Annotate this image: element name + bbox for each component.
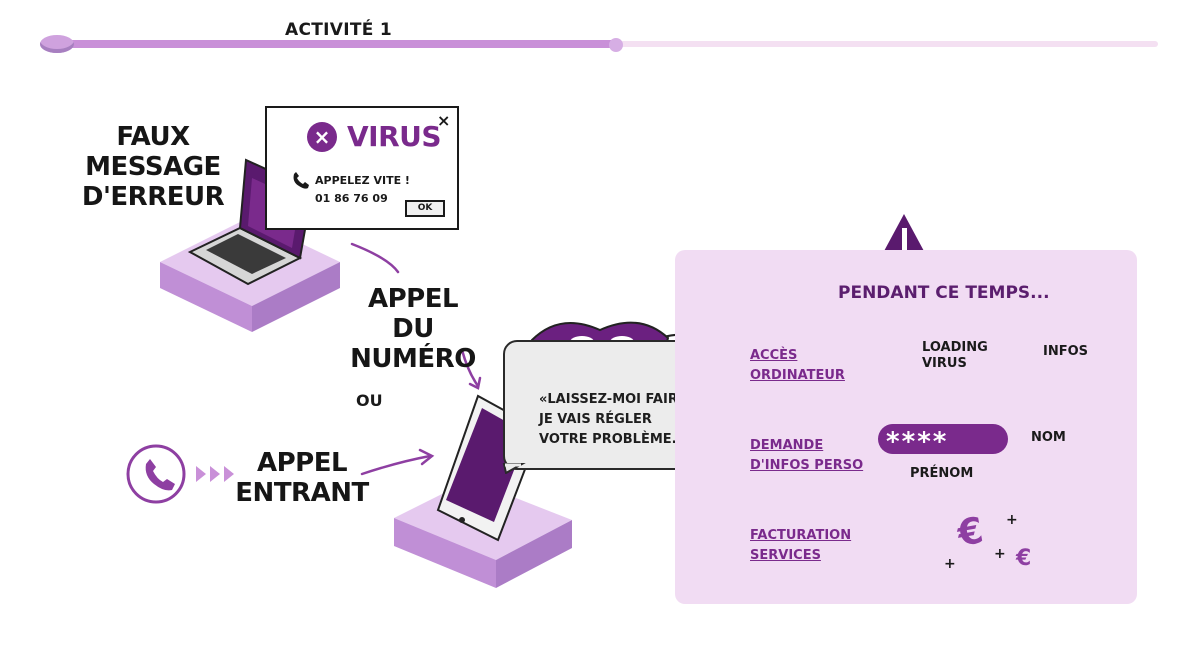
prenom-text: PRÉNOM bbox=[910, 466, 974, 481]
billing-line-1: FACTURATION bbox=[750, 528, 852, 543]
incoming-call-line-2: ENTRANT bbox=[235, 478, 369, 508]
personal-info-line-1: DEMANDE bbox=[750, 438, 824, 453]
speech-text: «LAISSEZ-MOI FAIRE, JE VAIS RÉGLER VOTRE… bbox=[539, 390, 695, 450]
fake-error-line-1: FAUX MESSAGE bbox=[85, 122, 221, 182]
speech-line-3: VOTRE PROBLÈME...» bbox=[539, 432, 695, 447]
close-icon[interactable]: × bbox=[437, 111, 451, 130]
loading-virus-text: LOADING VIRUS bbox=[922, 340, 988, 372]
speech-bubble-tail bbox=[502, 463, 526, 474]
personal-info-line-2: D'INFOS PERSO bbox=[750, 458, 864, 473]
popup-call-text: APPELEZ VITE ! bbox=[315, 174, 410, 187]
incoming-call-line-1: APPEL bbox=[256, 448, 348, 478]
call-number-line-1: APPEL bbox=[367, 284, 459, 314]
call-number-label: APPEL DU NUMÉRO bbox=[338, 284, 488, 374]
billing-line-2: SERVICES bbox=[750, 548, 821, 563]
phone-icon bbox=[126, 444, 234, 504]
popup-title: VIRUS bbox=[347, 120, 442, 153]
euro-icon: € bbox=[1016, 546, 1032, 571]
infos-text: INFOS bbox=[1043, 344, 1089, 359]
progress-knob[interactable] bbox=[609, 38, 623, 52]
virus-popup: × × VIRUS APPELEZ VITE ! 01 86 76 09 OK bbox=[265, 106, 459, 230]
personal-info-link[interactable]: DEMANDE D'INFOS PERSO bbox=[750, 436, 863, 476]
fake-error-line-2: D'ERREUR bbox=[81, 182, 225, 212]
x-circle-icon: × bbox=[307, 122, 337, 152]
computer-access-line-2: ORDINATEUR bbox=[750, 368, 845, 383]
loading-line-2: VIRUS bbox=[922, 356, 967, 371]
incoming-call-label: APPEL ENTRANT bbox=[232, 448, 372, 508]
progress-fill bbox=[52, 40, 616, 48]
password-field bbox=[878, 424, 1008, 454]
or-label: OU bbox=[356, 391, 383, 410]
activity-title: ACTIVITÉ 1 bbox=[285, 20, 392, 40]
speech-line-2: JE VAIS RÉGLER bbox=[539, 412, 652, 427]
nom-text: NOM bbox=[1031, 430, 1066, 445]
loading-line-1: LOADING bbox=[922, 340, 988, 355]
password-mask-text: **** bbox=[886, 427, 949, 457]
fake-error-label: FAUX MESSAGE D'ERREUR bbox=[58, 122, 248, 212]
call-number-line-2: DU NUMÉRO bbox=[350, 314, 476, 374]
panel-title: PENDANT CE TEMPS... bbox=[838, 283, 1050, 303]
billing-services-link[interactable]: FACTURATION SERVICES bbox=[750, 526, 851, 566]
ok-button[interactable]: OK bbox=[405, 200, 445, 217]
popup-phone-number: 01 86 76 09 bbox=[315, 192, 388, 205]
phone-icon bbox=[291, 172, 309, 194]
computer-access-link[interactable]: ACCÈS ORDINATEUR bbox=[750, 346, 845, 386]
progress-start-marker bbox=[40, 35, 74, 53]
plus-sign: + bbox=[944, 556, 956, 572]
plus-sign: + bbox=[994, 546, 1006, 562]
speech-line-1: «LAISSEZ-MOI FAIRE, bbox=[539, 392, 692, 407]
arrows-icon bbox=[350, 242, 482, 476]
computer-access-line-1: ACCÈS bbox=[750, 348, 798, 363]
plus-sign: + bbox=[1006, 512, 1018, 528]
